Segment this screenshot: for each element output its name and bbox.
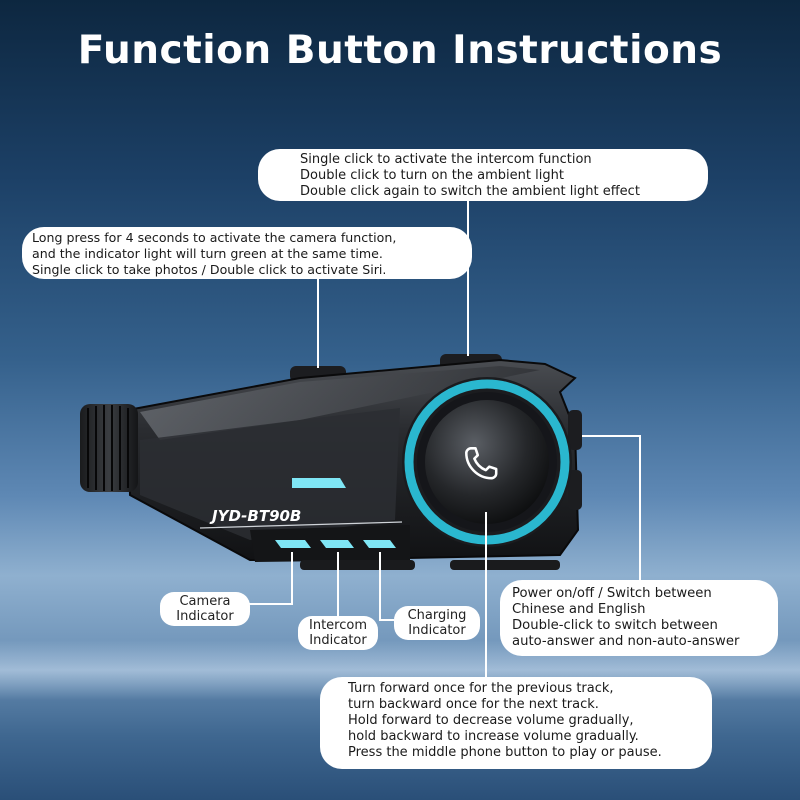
camera-knob xyxy=(80,404,138,492)
side-button-bottom xyxy=(568,470,582,510)
model-label: JYD-BT90B xyxy=(209,507,301,525)
wheel-accent-ring xyxy=(404,379,570,545)
callout-line: turn backward once for the next track. xyxy=(348,697,599,712)
bottom-foot-right xyxy=(450,560,560,570)
ambient-light xyxy=(292,478,346,488)
model-underline xyxy=(199,521,403,529)
callout-wheel: Turn forward once for the previous track… xyxy=(320,677,712,769)
device-top-bevel xyxy=(140,366,540,440)
side-button-top xyxy=(568,410,582,450)
knob-knurling xyxy=(87,405,129,491)
callout-line: hold backward to increase volume gradual… xyxy=(348,729,639,744)
callout-line: and the indicator light will turn green … xyxy=(32,246,383,261)
callout-power-button: Power on/off / Switch between Chinese an… xyxy=(500,580,778,656)
label-line: Indicator xyxy=(176,609,234,624)
phone-icon xyxy=(465,447,498,480)
intercom-indicator-label: Intercom Indicator xyxy=(298,616,378,650)
callout-line: Press the middle phone button to play or… xyxy=(348,745,662,760)
callout-camera-button: Long press for 4 seconds to activate the… xyxy=(22,227,472,279)
page-title: Function Button Instructions xyxy=(77,28,723,73)
label-line: Intercom xyxy=(309,618,367,633)
camera-indicator-light xyxy=(275,540,311,548)
callout-top-button: Single click to activate the intercom fu… xyxy=(258,149,708,201)
camera-indicator-label: Camera Indicator xyxy=(160,592,250,626)
callout-line: Double-click to switch between xyxy=(512,618,718,633)
phone-button xyxy=(425,400,549,524)
label-line: Indicator xyxy=(309,633,367,648)
label-line: Indicator xyxy=(408,623,466,638)
callout-line: Double click to turn on the ambient ligh… xyxy=(300,168,564,183)
label-line: Charging xyxy=(407,608,467,623)
callout-line: Turn forward once for the previous track… xyxy=(348,681,614,696)
device-side-panel xyxy=(140,408,400,540)
callout-line: Double click again to switch the ambient… xyxy=(300,184,640,199)
callout-line: Single click to take photos / Double cli… xyxy=(32,262,387,277)
intercom-indicator-light xyxy=(320,540,354,548)
bottom-foot-left xyxy=(300,560,415,570)
callout-line: Long press for 4 seconds to activate the… xyxy=(32,230,397,245)
label-line: Camera xyxy=(179,594,231,609)
charging-indicator-light xyxy=(363,540,396,548)
callout-line: Hold forward to decrease volume graduall… xyxy=(348,713,634,728)
callout-line: auto-answer and non-auto-answer xyxy=(512,634,740,649)
charging-indicator-label: Charging Indicator xyxy=(394,606,480,640)
callout-line: Chinese and English xyxy=(512,602,646,617)
callout-line: Single click to activate the intercom fu… xyxy=(300,152,592,167)
callout-line: Power on/off / Switch between xyxy=(512,586,712,601)
